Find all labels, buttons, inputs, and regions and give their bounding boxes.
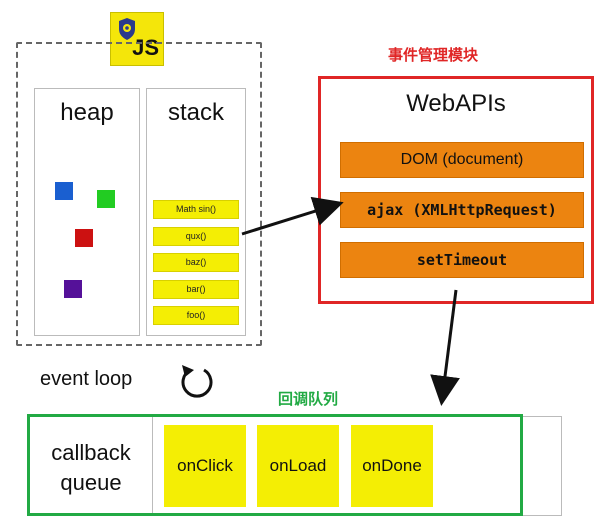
api-settimeout-label: setTimeout <box>416 251 508 269</box>
queue-item-onload: onLoad <box>257 425 339 507</box>
callback-queue-module-label: 回调队列 <box>278 390 339 408</box>
queue-item-onclick: onClick <box>164 425 246 507</box>
heap-panel: heap <box>34 88 140 336</box>
queue-item-ondone: onDone <box>351 425 433 507</box>
heap-object <box>55 182 73 200</box>
callback-queue-label-line2: queue <box>60 470 122 495</box>
stack-frame: bar() <box>153 280 239 299</box>
heap-object <box>64 280 82 298</box>
api-settimeout: setTimeout <box>340 242 584 278</box>
heap-object <box>75 229 93 247</box>
callback-queue-label: callback queue <box>30 438 152 498</box>
event-loop-label: event loop <box>40 368 133 390</box>
webapis-box <box>318 76 594 304</box>
stack-frame: qux() <box>153 227 239 246</box>
js-logo: JS <box>110 12 164 66</box>
stack-title: stack <box>167 99 224 126</box>
api-dom: DOM (document) <box>340 142 584 178</box>
webapis-title: WebAPIs <box>406 90 506 117</box>
webapi-to-queue-arrow <box>430 289 460 406</box>
shield-gear-icon <box>119 18 135 40</box>
js-logo-text: JS <box>132 35 159 60</box>
stack-frame: foo() <box>153 306 239 325</box>
heap-object <box>97 190 115 208</box>
stack-frame: baz() <box>153 253 239 272</box>
api-ajax: ajax (XMLHttpRequest) <box>340 192 584 228</box>
callback-queue-highlight <box>27 414 523 516</box>
queue-divider <box>152 416 153 514</box>
api-dom-label: DOM (document) <box>400 151 524 168</box>
heap-title: heap <box>60 99 114 126</box>
stack-to-webapi-arrow <box>241 196 344 236</box>
stack-frame: Math sin() <box>153 200 239 219</box>
callback-queue-label-line1: callback <box>51 440 131 465</box>
api-ajax-label: ajax (XMLHttpRequest) <box>367 201 557 219</box>
event-module-label: 事件管理模块 <box>388 46 479 64</box>
js-engine-container <box>16 42 262 346</box>
event-loop-cycle-icon <box>181 365 213 398</box>
